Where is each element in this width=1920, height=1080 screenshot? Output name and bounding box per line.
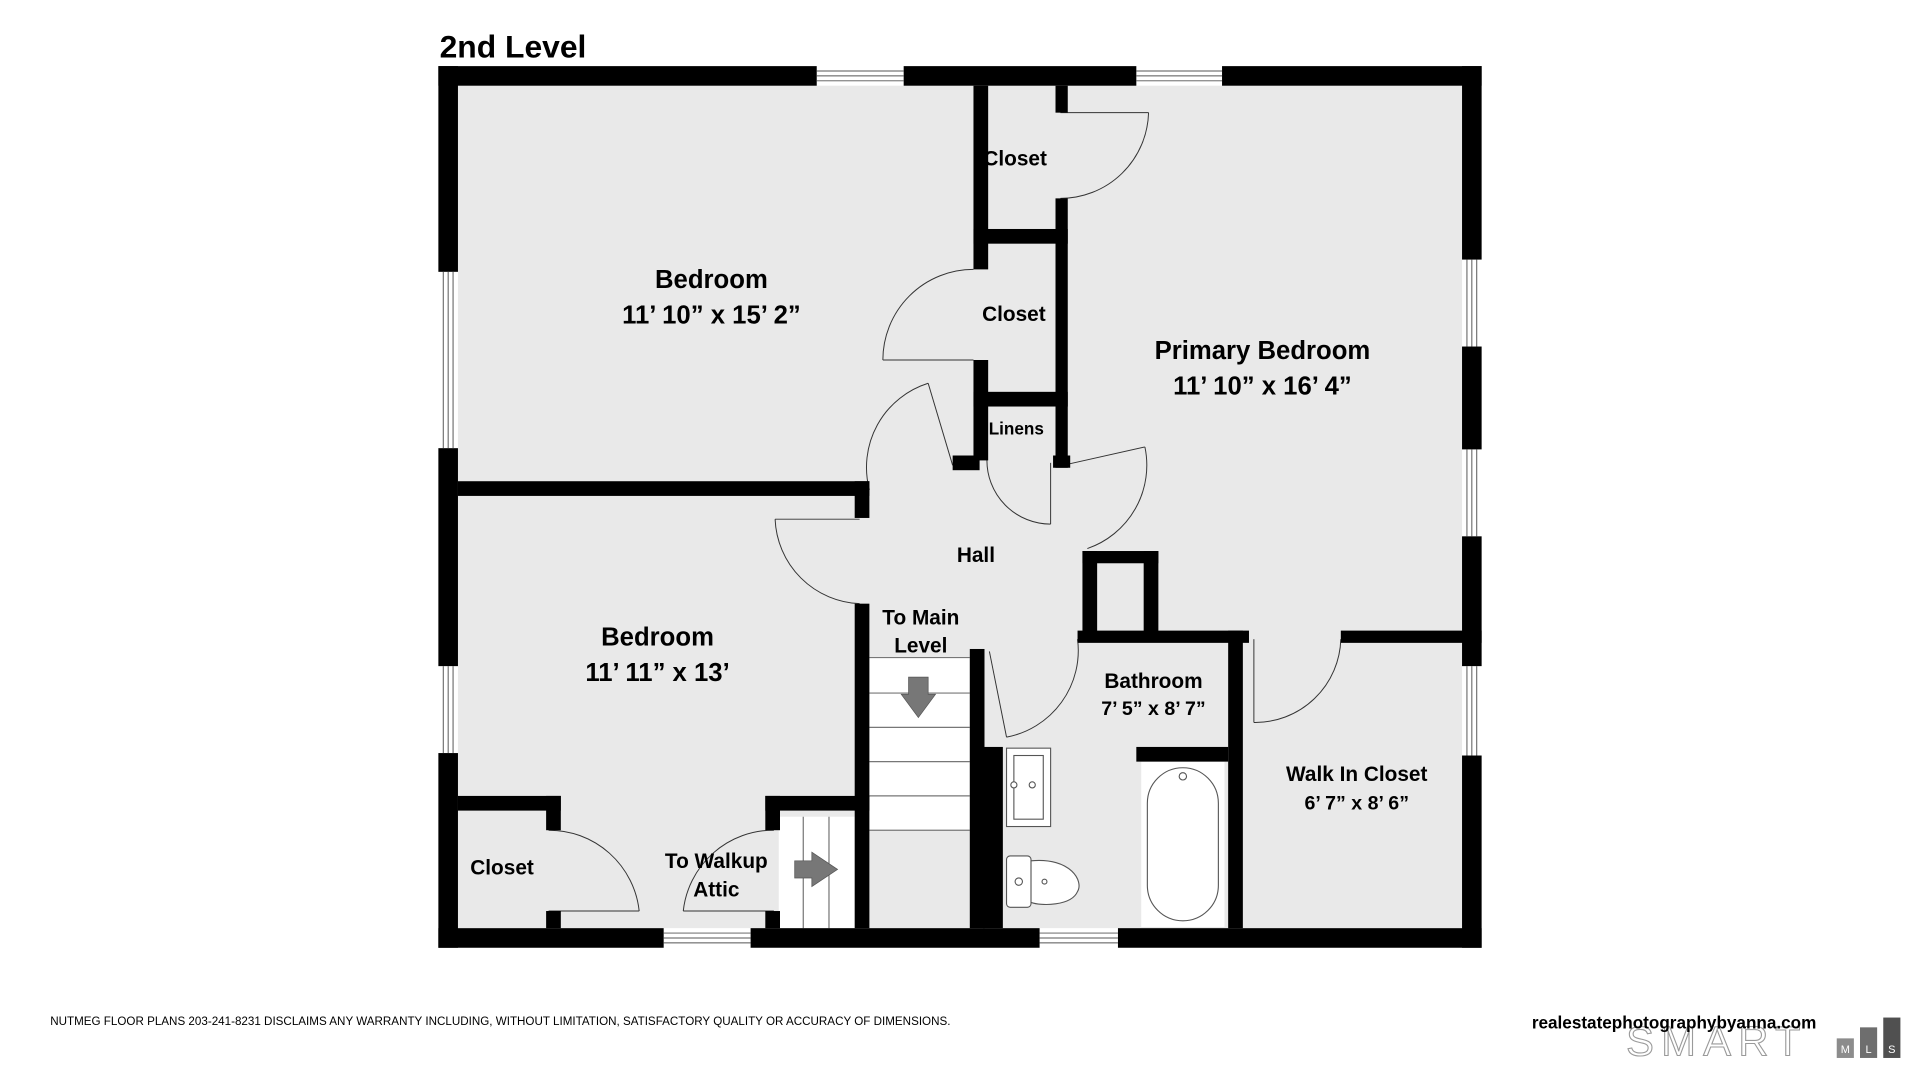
window-right-2 [1466,449,1478,537]
linens-label: Linens [989,419,1044,439]
bedroom1-dims: 11’ 10” x 15’ 2” [622,301,801,329]
closet-mid-label: Closet [982,303,1046,326]
stairs-main-line1: To Main [882,606,959,629]
walls [438,66,1482,948]
mls-bar-m [1836,1038,1854,1058]
primary-bedroom-name: Primary Bedroom [1155,337,1371,365]
window-bottom-bath [1039,932,1118,944]
disclaimer-text: NUTMEG FLOOR PLANS 203-241-8231 DISCLAIM… [50,1015,950,1028]
bedroom1-name: Bedroom [655,266,768,294]
bedroom2-name: Bedroom [601,623,714,651]
stairs-attic [778,816,855,929]
closet-top-label: Closet [983,147,1047,170]
window-right-1 [1466,259,1478,347]
stairs-main [869,656,970,831]
window-left-2 [442,666,454,754]
plan-title: 2nd Level [440,29,587,65]
mls-bar-s [1883,1017,1901,1058]
mls-letter-m: M [1841,1044,1850,1056]
walkin-closet-dims: 6’ 7” x 8’ 6” [1304,792,1409,814]
window-top-left [816,70,904,82]
mls-letter-s: S [1888,1044,1895,1056]
windows [442,70,1478,944]
window-left-1 [442,271,454,449]
website-link[interactable]: realestatephotographybyanna.com [1532,1013,1817,1033]
window-bottom-left [663,932,751,944]
mls-letter-l: L [1866,1044,1872,1056]
bedroom2-dims: 11’ 11” x 13’ [585,659,729,687]
smart-mls-logo: SMART M L S [1626,1017,1901,1065]
primary-bedroom-dims: 11’ 10” x 16’ 4” [1173,372,1352,400]
window-top-right [1136,70,1223,82]
stairs-main-line2: Level [894,635,947,658]
closet-bottom-label: Closet [470,856,534,879]
smart-logo-text: SMART [1626,1018,1808,1065]
down-arrow-icon [900,676,937,719]
sink [1005,747,1052,828]
doors [548,112,1342,912]
walkin-closet-name: Walk In Closet [1286,763,1427,786]
room-labels: Bedroom 11’ 10” x 15’ 2” Closet Closet L… [470,147,1427,901]
toilet [1005,855,1080,908]
right-arrow-icon [794,851,839,888]
bathroom-name: Bathroom [1104,670,1202,693]
bathroom-dims: 7’ 5” x 8’ 7” [1101,698,1206,720]
mls-bar-l [1860,1027,1878,1058]
attic-line2: Attic [693,878,739,901]
bathtub [1141,761,1225,927]
hall-label: Hall [957,544,995,567]
window-right-3 [1466,666,1478,756]
attic-line1: To Walkup [665,850,768,873]
